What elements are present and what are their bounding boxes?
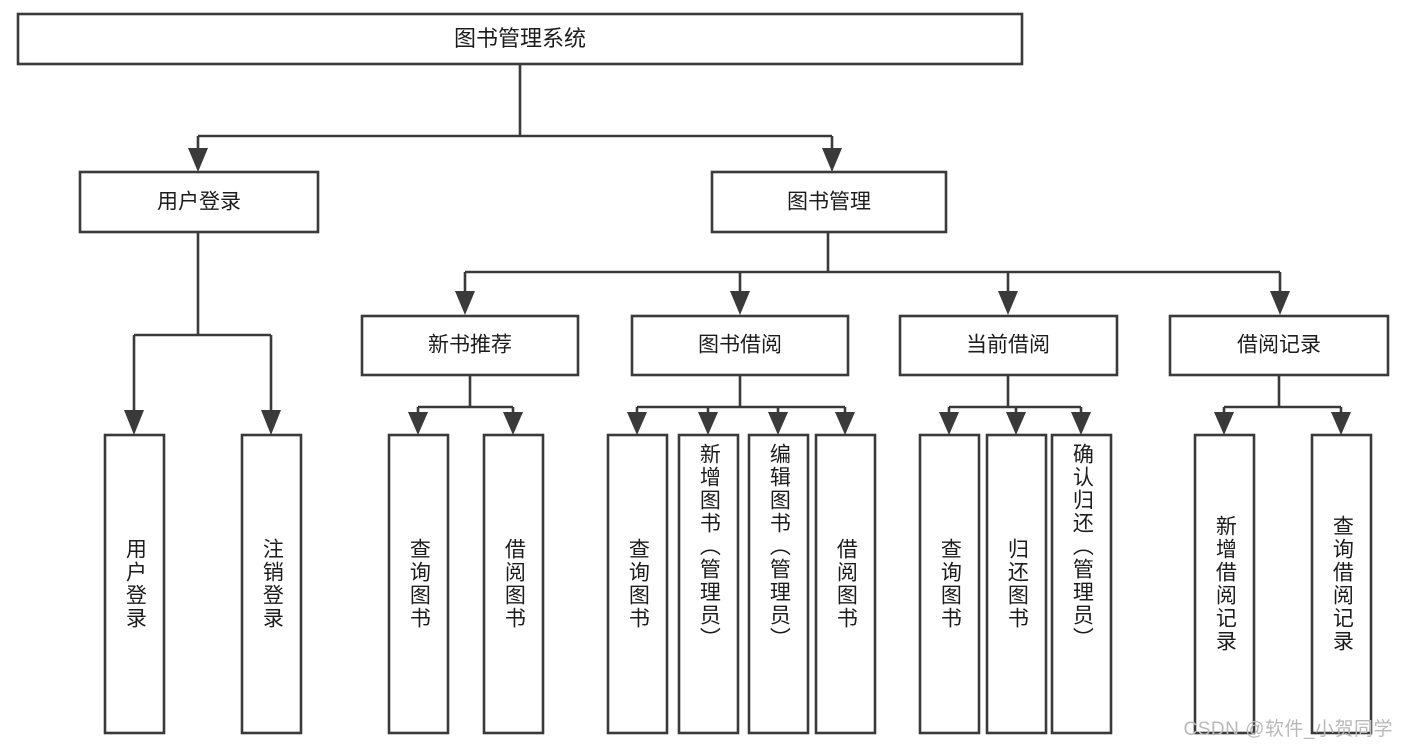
- arrowhead-cb-leaf3: [1071, 412, 1091, 435]
- leaf-box-logout[interactable]: [240, 433, 303, 735]
- node-root[interactable]: 图书管理系统: [16, 12, 1024, 66]
- leaf-box-cb-query-book[interactable]: [918, 433, 981, 735]
- arrowhead-bb-leaf2: [698, 412, 718, 435]
- arrowhead-leaf-user-login: [124, 410, 144, 435]
- connector-group-book-borrow: [627, 375, 855, 435]
- csdn-watermark: CSDN @软件_小贺同学: [1183, 719, 1393, 740]
- connector-group-user-login: [124, 232, 281, 435]
- arrowhead-leaf-logout: [261, 410, 281, 435]
- leaf-box-nbr-query-book[interactable]: [387, 433, 450, 735]
- leaf-box-user-login[interactable]: [103, 433, 166, 735]
- connector-group-root: [188, 64, 842, 172]
- node-book-mgmt-box[interactable]: [710, 170, 948, 234]
- node-book-mgmt-label: 图书管理: [787, 191, 871, 214]
- arrowhead-book-borrow: [730, 291, 750, 315]
- leaf-box-bb-edit-book[interactable]: [747, 433, 810, 735]
- arrowhead-book-mgmt: [822, 148, 842, 172]
- arrowhead-borrow-record: [1270, 291, 1290, 315]
- leaf-boxes: [103, 433, 1373, 735]
- node-root-label: 图书管理系统: [454, 26, 586, 51]
- node-book-borrow-box[interactable]: [630, 314, 850, 377]
- leaf-box-bb-query-book[interactable]: [606, 433, 669, 735]
- connector-group-current-borrow: [939, 375, 1091, 435]
- arrowhead-bb-leaf4: [835, 412, 855, 435]
- node-user-login[interactable]: 用户登录: [78, 170, 320, 234]
- leaf-box-cb-return-book[interactable]: [985, 433, 1048, 735]
- node-book-borrow[interactable]: 图书借阅: [630, 314, 850, 377]
- arrowhead-cb-leaf2: [1006, 412, 1026, 435]
- arrowhead-nbr-leaf1: [408, 412, 428, 435]
- connector-group-new-book-rec: [408, 375, 523, 435]
- node-book-borrow-label: 图书借阅: [698, 334, 782, 357]
- leaf-box-cb-confirm-return[interactable]: [1050, 433, 1113, 735]
- arrowhead-bb-leaf3: [768, 412, 788, 435]
- leaf-box-nbr-borrow-book[interactable]: [482, 433, 545, 735]
- connector-group-book-mgmt: [455, 232, 1290, 315]
- node-new-book-rec[interactable]: 新书推荐: [360, 314, 580, 377]
- node-user-login-label: 用户登录: [157, 191, 241, 214]
- arrowhead-user-login: [188, 148, 208, 172]
- arrowhead-current-borrow: [998, 291, 1018, 315]
- arrowhead-br-leaf2: [1331, 412, 1351, 435]
- arrowhead-cb-leaf1: [939, 412, 959, 435]
- node-user-login-box[interactable]: [78, 170, 320, 234]
- node-current-borrow-label: 当前借阅: [966, 334, 1050, 357]
- arrowhead-bb-leaf1: [627, 412, 647, 435]
- arrowhead-br-leaf1: [1214, 412, 1234, 435]
- leaf-box-br-query-record[interactable]: [1310, 433, 1373, 735]
- node-borrow-record-box[interactable]: [1168, 314, 1390, 377]
- connector-group-borrow-record: [1214, 375, 1351, 435]
- leaf-box-bb-add-book[interactable]: [677, 433, 740, 735]
- node-root-box[interactable]: [16, 12, 1024, 66]
- arrowhead-new-book-rec: [455, 291, 475, 315]
- node-current-borrow-box[interactable]: [898, 314, 1119, 377]
- arrowhead-nbr-leaf2: [503, 412, 523, 435]
- node-current-borrow[interactable]: 当前借阅: [898, 314, 1119, 377]
- node-borrow-record[interactable]: 借阅记录: [1168, 314, 1390, 377]
- leaf-box-bb-borrow-book[interactable]: [814, 433, 877, 735]
- node-new-book-rec-label: 新书推荐: [428, 334, 512, 357]
- node-new-book-rec-box[interactable]: [360, 314, 580, 377]
- leaf-box-br-add-record[interactable]: [1193, 433, 1256, 735]
- node-borrow-record-label: 借阅记录: [1237, 334, 1321, 357]
- node-book-mgmt[interactable]: 图书管理: [710, 170, 948, 234]
